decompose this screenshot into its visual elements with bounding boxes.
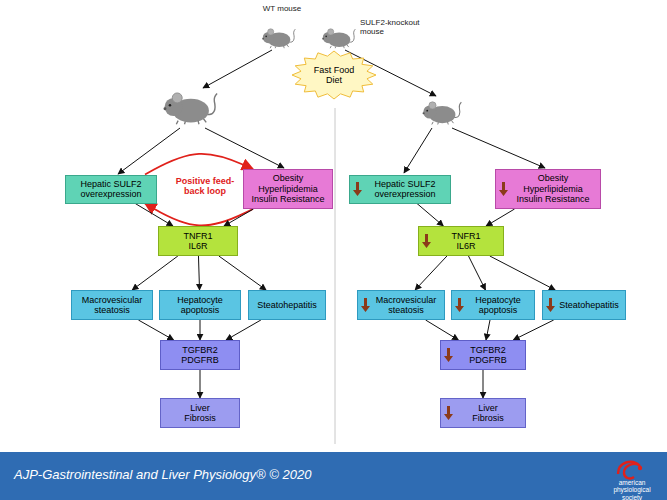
process-box: TGFBR2 PDGFRB <box>160 340 240 370</box>
arrow <box>203 50 272 88</box>
arrow <box>404 128 432 173</box>
decrease-arrow-icon <box>361 298 370 312</box>
node-text: Liver Fibrosis <box>466 403 511 424</box>
ko-mouse-small <box>423 102 462 125</box>
flow-arrow <box>198 256 199 290</box>
decrease-arrow-icon <box>499 182 508 196</box>
mouse-label: SULF2-knockout mouse <box>360 18 432 36</box>
mouse-illustrations <box>164 29 462 125</box>
node-text: Obesity Hyperlipidemia Insulin Resistanc… <box>511 173 595 204</box>
flow-arrow <box>219 256 266 290</box>
process-box: Liver Fibrosis <box>440 398 526 428</box>
decrease-arrow-icon <box>444 406 453 420</box>
decrease-arrow-icon <box>353 182 362 196</box>
arrow <box>452 128 545 168</box>
divider-line <box>335 108 336 444</box>
node-text: Liver Fibrosis <box>178 403 223 424</box>
node-text: Obesity Hyperlipidemia Insulin Resistanc… <box>248 173 328 204</box>
journal-footer: AJP-Gastrointestinal and Liver Physiolog… <box>14 468 434 483</box>
ko-mouse-icon <box>322 29 355 48</box>
arrow <box>205 128 284 168</box>
node-text: Macrovesicular steatosis <box>76 295 148 316</box>
decrease-arrow-icon <box>546 298 555 312</box>
flow-arrow <box>135 204 173 227</box>
node-text: Hepatocyte apoptosis <box>466 295 530 316</box>
decrease-arrow-icon <box>444 348 453 362</box>
society-logo-icon <box>618 462 642 479</box>
flow-arrow <box>226 320 261 340</box>
node-text: Hepatic SULF2 overexpression <box>364 179 446 200</box>
wt-mouse-large <box>164 93 218 124</box>
flow-arrow <box>513 320 553 340</box>
process-box: Obesity Hyperlipidemia Insulin Resistanc… <box>495 169 601 209</box>
flow-arrow <box>138 320 173 340</box>
node-text: TNFR1 IL6R <box>446 231 486 252</box>
process-box: Macrovesicular steatosis <box>357 290 445 320</box>
process-box: Hepatocyte apoptosis <box>451 290 535 320</box>
process-box: Hepatocyte apoptosis <box>159 290 241 320</box>
illustration-arrows <box>118 50 545 174</box>
node-text: TGFBR2 PDGFRB <box>463 345 513 366</box>
feedback-arrow <box>145 154 253 175</box>
node-text: TGFBR2 PDGFRB <box>175 345 225 366</box>
mouse-label: WT mouse <box>262 4 302 13</box>
flow-arrow <box>200 370 201 398</box>
node-text: Hepatocyte apoptosis <box>164 295 236 316</box>
flow-arrow <box>486 320 490 340</box>
node-text: Macrovesicular steatosis <box>372 295 440 316</box>
flow-arrow <box>417 204 443 227</box>
flow-arrow <box>224 209 253 226</box>
process-box: Steatohepatitis <box>542 290 626 320</box>
process-box: Macrovesicular steatosis <box>71 290 153 320</box>
process-box: TNFR1 IL6R <box>418 226 504 256</box>
process-box: Liver Fibrosis <box>160 398 240 428</box>
flow-arrow <box>469 256 486 290</box>
flow-arrow <box>132 256 178 290</box>
society-logo-text: american physiological society <box>604 479 660 500</box>
wt-mouse-icon <box>262 29 295 48</box>
arrow <box>118 128 180 174</box>
node-text: Hepatic SULF2 overexpression <box>70 179 152 200</box>
process-box: Obesity Hyperlipidemia Insulin Resistanc… <box>243 169 333 209</box>
node-text: TNFR1 IL6R <box>178 231 218 252</box>
starburst-node: Fast Food Diet <box>291 50 377 100</box>
loop-label: Positive feed-back loop <box>174 176 236 197</box>
process-box: TNFR1 IL6R <box>158 226 238 256</box>
flow-arrow <box>415 256 447 290</box>
flow-arrow <box>200 320 201 340</box>
decrease-arrow-icon <box>422 234 431 248</box>
feedback-arrow <box>145 204 253 226</box>
flow-arrow <box>486 209 514 226</box>
flow-arrow <box>483 370 484 398</box>
flow-arrow <box>490 256 555 290</box>
node-text: Fast Food Diet <box>311 65 357 86</box>
process-box: Hepatic SULF2 overexpression <box>349 175 451 204</box>
flow-arrow <box>426 320 459 340</box>
connector-layer <box>132 154 555 398</box>
process-box: Steatohepatitis <box>248 290 326 320</box>
node-text: Steatohepatitis <box>559 300 619 310</box>
process-box: Hepatic SULF2 overexpression <box>65 175 157 204</box>
decrease-arrow-icon <box>455 298 464 312</box>
node-text: Steatohepatitis <box>257 300 317 310</box>
process-box: TGFBR2 PDGFRB <box>440 340 526 370</box>
